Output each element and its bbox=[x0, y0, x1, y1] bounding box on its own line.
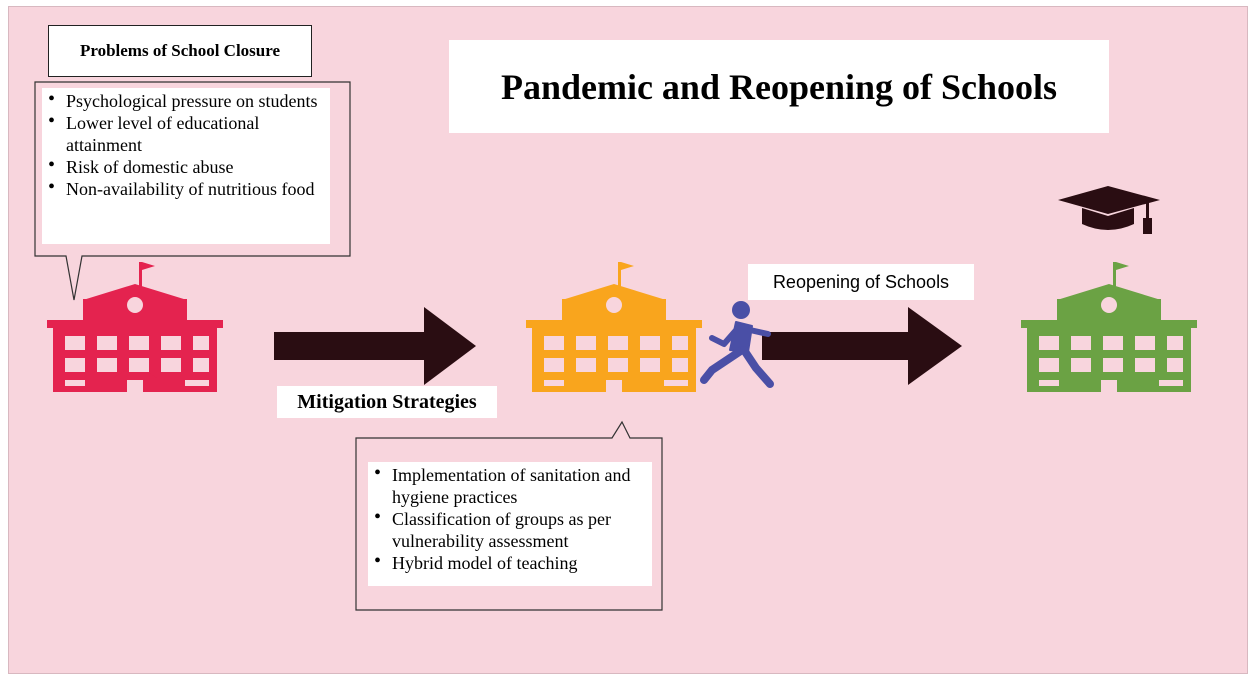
problems-heading: Problems of School Closure bbox=[48, 25, 312, 77]
reopening-label: Reopening of Schools bbox=[748, 264, 974, 300]
running-child-icon bbox=[700, 301, 774, 388]
school-building-icon bbox=[1021, 262, 1197, 392]
diagram-title: Pandemic and Reopening of Schools bbox=[500, 66, 1058, 107]
problems-list: Psychological pressure on students Lower… bbox=[42, 88, 330, 244]
list-item: Hybrid model of teaching bbox=[372, 550, 648, 574]
problems-callout-outline bbox=[34, 81, 351, 301]
arrow-right-icon bbox=[762, 307, 962, 385]
list-item: Lower level of educational attainment bbox=[46, 110, 326, 156]
title-box: Pandemic and Reopening of Schools bbox=[449, 40, 1109, 133]
graduation-cap-icon bbox=[1058, 186, 1160, 234]
mitigation-label: Mitigation Strategies bbox=[277, 386, 497, 418]
list-item: Risk of domestic abuse bbox=[46, 154, 326, 178]
school-building-icon bbox=[526, 262, 702, 392]
mitigation-list: Implementation of sanitation and hygiene… bbox=[368, 462, 652, 586]
list-item: Psychological pressure on students bbox=[46, 88, 326, 112]
list-item: Classification of groups as per vulnerab… bbox=[372, 506, 648, 552]
mitigation-callout-outline bbox=[355, 420, 663, 611]
list-item: Non-availability of nutritious food bbox=[46, 176, 326, 200]
list-item: Implementation of sanitation and hygiene… bbox=[372, 462, 648, 508]
school-building-icon bbox=[47, 262, 223, 392]
arrow-right-icon bbox=[274, 307, 476, 385]
